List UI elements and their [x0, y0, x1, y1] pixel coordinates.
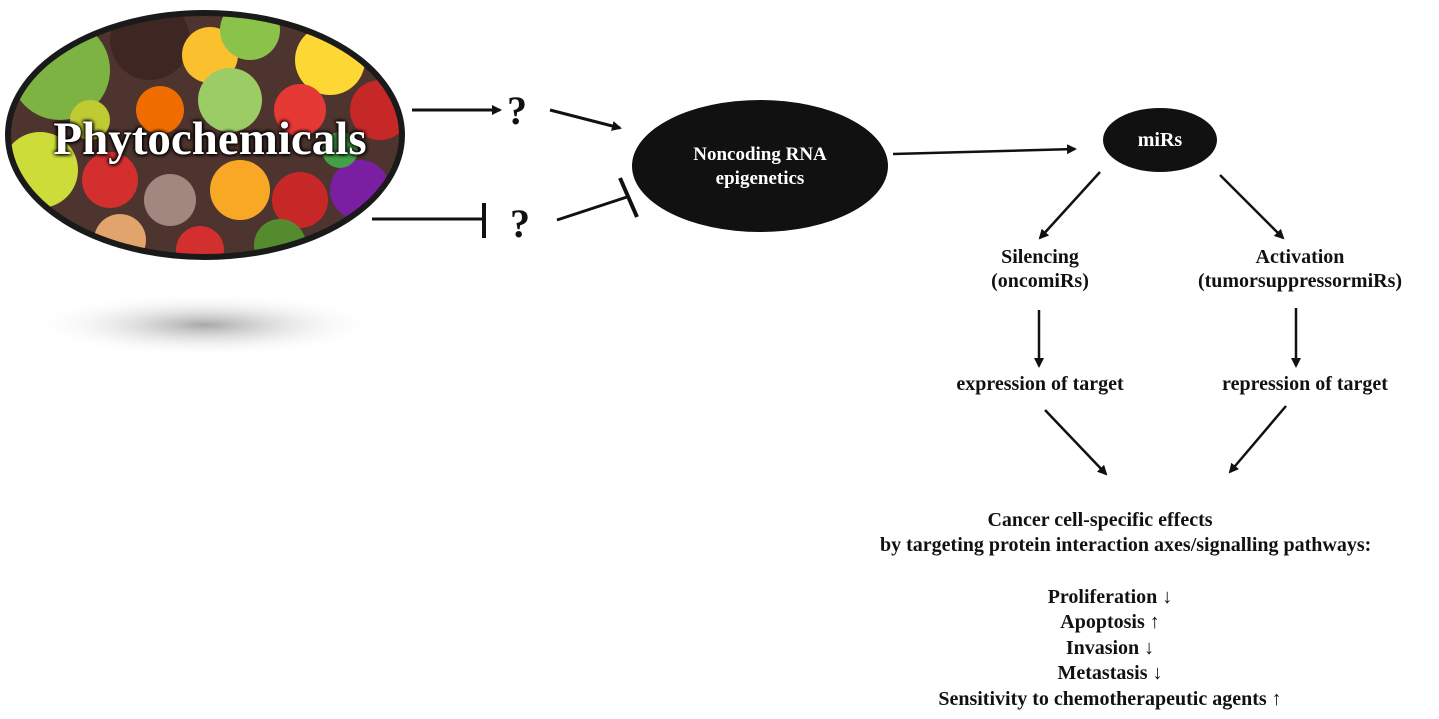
phytochemicals-oval: [5, 10, 405, 260]
expression-of-target-label: expression of target: [956, 373, 1124, 395]
arrow-repression-to-effects: [1228, 405, 1287, 474]
oval-shadow: [30, 293, 380, 357]
arrow-noncoding-to-mirs: [892, 144, 1077, 156]
inhibit-bar-2: [618, 177, 639, 218]
noncoding-line2: epigenetics: [715, 167, 805, 189]
repression-of-target-label: repression of target: [1222, 373, 1388, 395]
arrow-mirs-to-silencing: [1038, 171, 1101, 240]
effect-item-proliferation: Proliferation ↓: [1047, 586, 1173, 608]
noncoding-rna-node: [632, 100, 888, 232]
effects-line1: Cancer cell-specific effects: [987, 509, 1213, 531]
question-mark-top: ?: [507, 88, 527, 133]
effect-item-apoptosis: Apoptosis ↑: [1060, 611, 1160, 634]
silencing-line2: (oncomiRs): [991, 270, 1089, 293]
activation-line1: Activation: [1255, 246, 1345, 268]
effects-list: Proliferation ↓ Apoptosis ↑ Invasion ↓ M…: [900, 585, 1320, 712]
question-mark-bottom: ?: [510, 201, 530, 246]
arrow-expression-to-effects: [1044, 409, 1108, 476]
noncoding-rna-label: Noncoding RNA epigenetics: [660, 143, 860, 191]
effect-item-invasion: Invasion ↓: [1065, 636, 1155, 659]
phytochemicals-label: Phytochemicals: [53, 113, 367, 165]
silencing-line1: Silencing: [1001, 246, 1079, 268]
effects-heading: Cancer cell-specific effects by targetin…: [880, 508, 1372, 558]
mirs-node: [1103, 108, 1217, 172]
effects-line2: by targeting protein interaction axes/si…: [880, 534, 1372, 556]
activation-label: Activation (tumorsuppressormiRs): [1180, 245, 1420, 294]
effect-item-sensitivity: Sensitivity to chemotherapeutic agents ↑: [938, 687, 1282, 710]
arrow-mirs-to-activation: [1219, 174, 1285, 240]
effect-item-metastasis: Metastasis ↓: [1057, 662, 1163, 685]
arrow-q-top-to-noncoding: [549, 108, 622, 131]
silencing-label: Silencing (oncomiRs): [940, 245, 1140, 294]
activation-line2: (tumorsuppressormiRs): [1197, 270, 1403, 293]
noncoding-line1: Noncoding RNA: [693, 144, 827, 165]
inhibit-q-bottom-to-noncoding: [556, 195, 628, 222]
mirs-label: miRs: [1137, 129, 1183, 151]
